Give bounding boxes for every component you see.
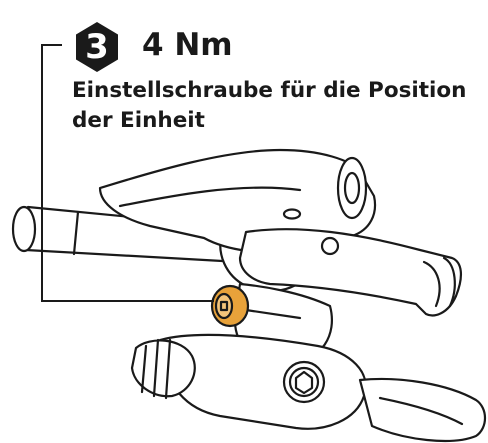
shifter-paddle bbox=[358, 377, 487, 443]
callout-description: Einstellschraube für die Position der Ei… bbox=[72, 76, 484, 136]
torque-value: 4 Nm bbox=[142, 27, 233, 63]
description-line-1: Einstellschraube für die Position bbox=[72, 78, 467, 103]
adjustment-screw-icon bbox=[210, 284, 250, 328]
reservoir-cap bbox=[336, 156, 368, 220]
lever-blade bbox=[238, 228, 462, 317]
top-screw-icon bbox=[282, 208, 302, 220]
master-cylinder-body bbox=[98, 148, 377, 254]
step-badge-hexagon bbox=[76, 22, 118, 72]
description-line-2: der Einheit bbox=[72, 108, 205, 133]
hex-bolt-icon bbox=[282, 360, 326, 404]
reach-adjust-icon bbox=[320, 236, 340, 256]
step-number: 3 bbox=[85, 27, 109, 67]
barrel-adjuster bbox=[130, 338, 196, 400]
handlebar bbox=[11, 205, 247, 264]
callout-leader-line bbox=[41, 44, 214, 302]
